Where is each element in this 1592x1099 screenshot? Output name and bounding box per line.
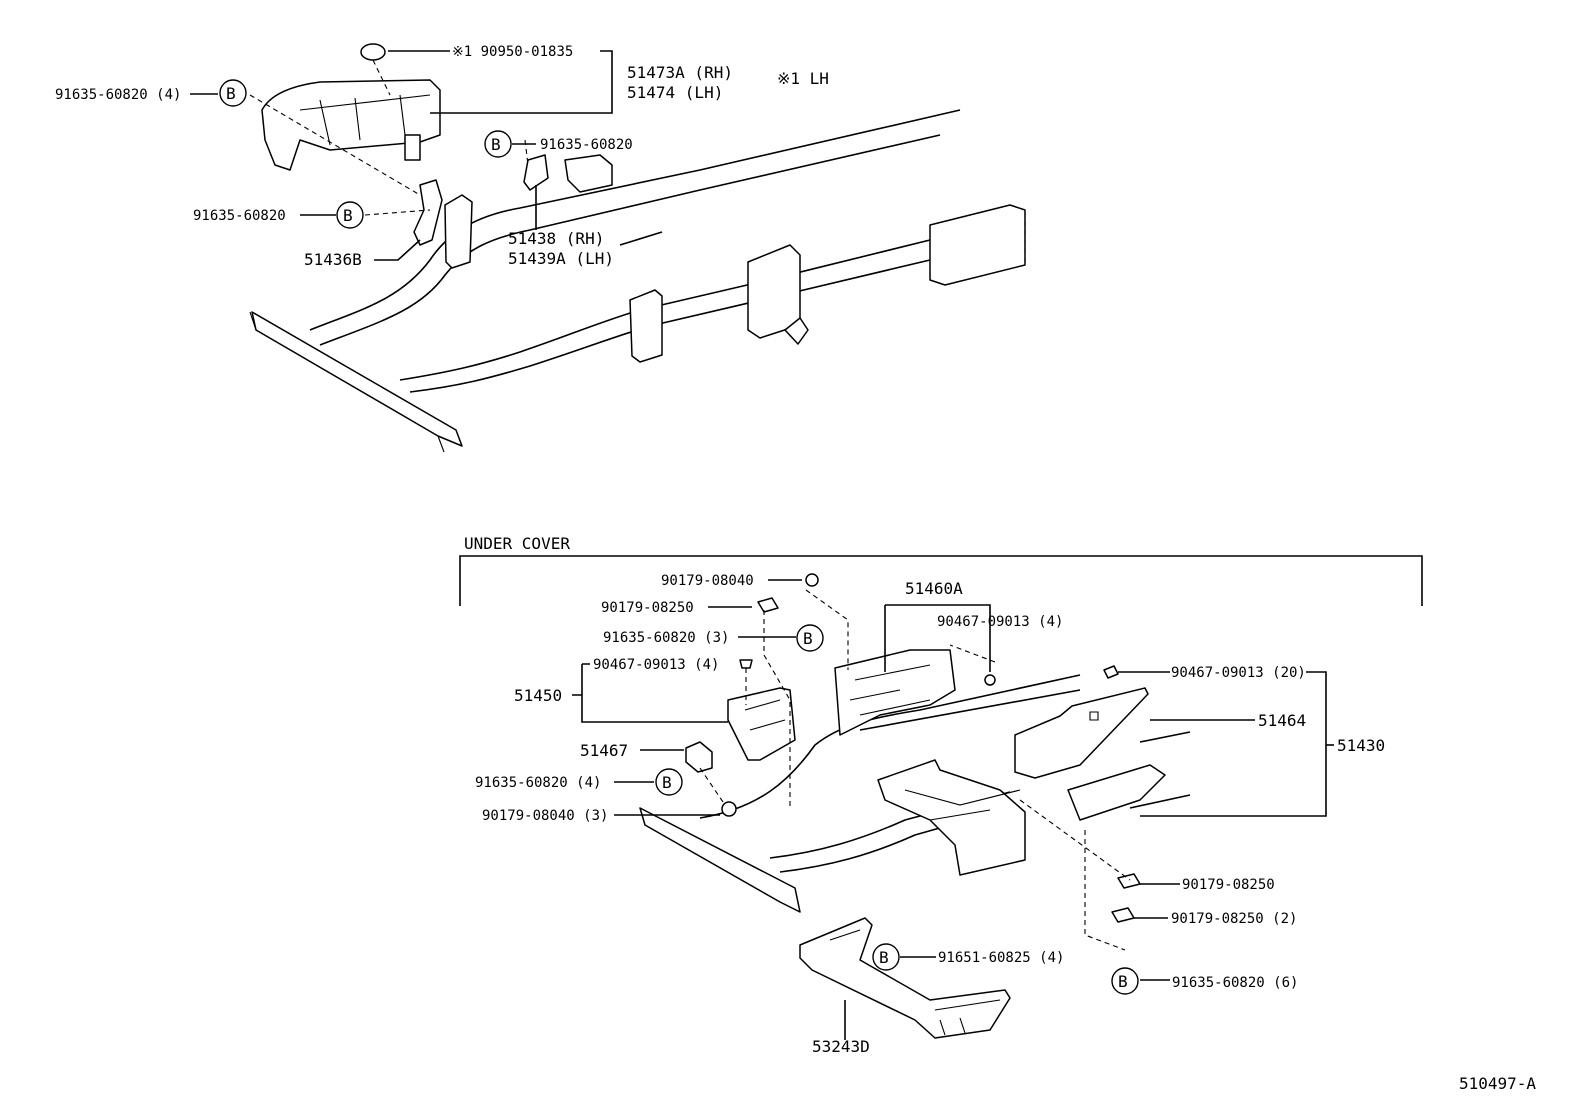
label-nut-a: 90179-08250: [601, 600, 694, 616]
label-51436b: 51436B: [304, 250, 362, 269]
label-bolt-left: 91635-60820 (4): [55, 87, 181, 103]
circle-b-marker: [219, 79, 247, 107]
circle-b-letter: B: [1118, 972, 1128, 991]
upper-rear-rail: [929, 204, 1026, 286]
label-51474: 51474 (LH): [627, 83, 723, 102]
circle-b-letter: B: [491, 135, 501, 154]
label-clip-20: 90467-09013 (20): [1171, 665, 1306, 681]
upper-front-bracket: [629, 289, 663, 363]
label-bolt-6: 91635-60820 (6): [1172, 975, 1298, 991]
nut-90179-08250: [757, 597, 779, 613]
label-51430: 51430: [1337, 736, 1385, 755]
label-plug: ※1 90950-01835: [452, 44, 573, 60]
label-51438: 51438 (RH): [508, 229, 604, 248]
part-plug-90950: [360, 43, 386, 61]
lower-crossmember: [877, 759, 1026, 876]
upper-callouts: [190, 50, 663, 261]
nut-90179-08250-2: [1111, 907, 1135, 923]
label-nut-top: 90179-08040: [661, 573, 754, 589]
label-nut-b: 90179-08250: [1182, 877, 1275, 893]
upper-side-bracket: [444, 194, 473, 269]
under-cover-frame: UNDER COVER: [459, 534, 1423, 606]
part-51450: [727, 687, 796, 761]
label-bolt-3: 91635-60820 (3): [603, 630, 729, 646]
label-51460a: 51460A: [905, 579, 963, 598]
label-51450: 51450: [514, 686, 562, 705]
lower-frame-assembly: [639, 573, 1191, 1039]
label-51464: 51464: [1258, 711, 1306, 730]
part-51473a: [261, 79, 441, 171]
circle-b-letter: B: [803, 629, 813, 648]
section-title: UNDER COVER: [464, 534, 570, 553]
circle-b-marker: [655, 768, 683, 796]
lower-frame-rail: [699, 674, 1081, 819]
lower-front-crossmember: [639, 807, 801, 913]
label-51439a: 51439A (LH): [508, 249, 614, 268]
upper-frame-rail-near: [399, 281, 761, 381]
lower-callouts: [572, 579, 1334, 1040]
circle-b-marker: [1111, 967, 1139, 995]
note-lh: ※1 LH: [777, 69, 829, 88]
circle-b-letter: B: [343, 206, 353, 225]
circle-b-marker: [872, 943, 900, 971]
part-51436b: [413, 179, 443, 246]
part-53243d: [799, 917, 1011, 1039]
footer-code: 510497-A: [1459, 1074, 1536, 1093]
circle-b-marker: [336, 201, 364, 229]
part-51464: [1014, 687, 1149, 779]
circle-b-letter: B: [226, 84, 236, 103]
label-clip-4b: 90467-09013 (4): [937, 614, 1063, 630]
upper-labels: ※1 90950-01835 51473A (RH) 51474 (LH) ※1…: [55, 44, 829, 269]
nut-90179-08040: [805, 573, 819, 587]
label-51473a: 51473A (RH): [627, 63, 733, 82]
circle-b-marker: [796, 624, 824, 652]
label-bolt-51651: 91651-60825 (4): [938, 950, 1064, 966]
part-51438: [523, 154, 549, 191]
circle-b-marker: [484, 130, 512, 158]
label-clip-4: 90467-09013 (4): [593, 657, 719, 673]
nut-90179-08250-b: [1117, 873, 1141, 889]
label-bolt-mid: 91635-60820: [193, 208, 286, 224]
clip-90467-09013-20: [1103, 665, 1119, 679]
label-nut-3: 90179-08040 (3): [482, 808, 608, 824]
nut-90179: [721, 801, 737, 817]
upper-frame-assembly: [249, 43, 1026, 453]
circle-b-letter: B: [662, 773, 672, 792]
label-bolt-4: 91635-60820 (4): [475, 775, 601, 791]
upper-circle-markers: B B B: [219, 79, 512, 229]
lower-circle-markers: B B B B: [655, 624, 1139, 995]
label-51467: 51467: [580, 741, 628, 760]
clip-90467: [984, 674, 996, 686]
lower-labels: 90179-08040 90179-08250 91635-60820 (3) …: [475, 573, 1385, 1056]
label-nut-2: 90179-08250 (2): [1171, 911, 1297, 927]
upper-frame-rail-far: [309, 169, 701, 331]
part-51467: [685, 741, 713, 773]
clip-90467-09013: [739, 659, 753, 669]
upper-front-crossmember: [251, 311, 463, 447]
circle-b-letter: B: [879, 948, 889, 967]
label-bolt-top: 91635-60820: [540, 137, 633, 153]
label-53243d: 53243D: [812, 1037, 870, 1056]
part-51460a: [834, 649, 956, 736]
